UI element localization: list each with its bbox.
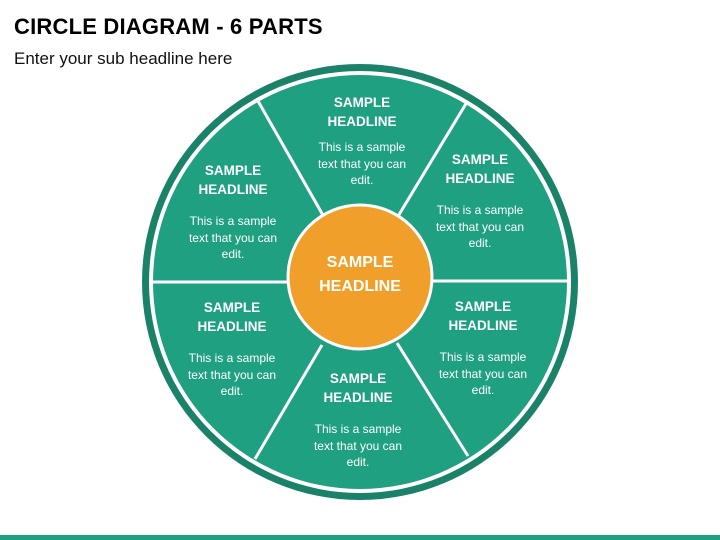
segment-headline: SAMPLE HEADLINE [157, 298, 307, 336]
segment-headline-line1: SAMPLE [451, 152, 509, 167]
segment-body-line1: This is a sample [188, 351, 276, 365]
segment-upper-right: SAMPLE HEADLINE This is a sample text th… [405, 150, 555, 252]
segment-bottom: SAMPLE HEADLINE This is a sample text th… [283, 369, 433, 471]
page-subtitle: Enter your sub headline here [14, 49, 233, 68]
segment-headline: SAMPLE HEADLINE [405, 150, 555, 188]
segment-body: This is a sample text that you can edit. [157, 350, 307, 400]
segment-headline-line2: HEADLINE [198, 182, 268, 197]
segment-headline-line2: HEADLINE [197, 319, 267, 334]
divider-lower-right [395, 342, 470, 457]
segment-body: This is a sample text that you can edit. [283, 421, 433, 471]
segment-body-line3: edit. [221, 247, 245, 261]
segment-upper-left: SAMPLE HEADLINE This is a sample text th… [158, 161, 308, 263]
segment-headline-line2: HEADLINE [448, 318, 518, 333]
segment-body: This is a sample text that you can edit. [158, 213, 308, 263]
segment-lower-left: SAMPLE HEADLINE This is a sample text th… [157, 298, 307, 400]
segment-body: This is a sample text that you can edit. [405, 202, 555, 252]
segment-body-line3: edit. [468, 236, 492, 250]
segment-headline-line1: SAMPLE [454, 299, 512, 314]
segment-body-line2: text that you can [317, 156, 407, 171]
segment-headline-line1: SAMPLE [203, 300, 261, 315]
segment-body: This is a sample text that you can edit. [287, 139, 437, 189]
segment-headline-line2: HEADLINE [323, 390, 393, 405]
segment-headline-line2: HEADLINE [445, 171, 515, 186]
center-circle [286, 203, 434, 351]
segment-headline: SAMPLE HEADLINE [158, 161, 308, 199]
segment-body-line2: text that you can [188, 230, 278, 245]
segment-body-line3: edit. [346, 455, 370, 469]
segment-body-line2: text that you can [187, 367, 277, 382]
center-label: SAMPLE HEADLINE [290, 251, 430, 299]
divider-lower-left [253, 344, 324, 460]
page-title: CIRCLE DIAGRAM - 6 PARTS [14, 14, 323, 39]
divider-upper-left [256, 100, 326, 218]
segment-body-line1: This is a sample [436, 203, 524, 217]
segment-headline: SAMPLE HEADLINE [408, 297, 558, 335]
segment-body-line2: text that you can [438, 366, 528, 381]
segment-dividers [153, 100, 567, 460]
segment-body-line1: This is a sample [314, 422, 402, 436]
center-label-line2: HEADLINE [319, 278, 401, 295]
segment-headline-line1: SAMPLE [204, 163, 262, 178]
segment-body-line1: This is a sample [318, 140, 406, 154]
segment-body-line3: edit. [471, 383, 495, 397]
segment-top: SAMPLE HEADLINE This is a sample text th… [287, 93, 437, 189]
segment-headline-line1: SAMPLE [333, 95, 391, 110]
segment-lower-right: SAMPLE HEADLINE This is a sample text th… [408, 297, 558, 399]
segment-body-line2: text that you can [435, 219, 525, 234]
footer-accent-bar [0, 535, 720, 540]
segment-headline: SAMPLE HEADLINE [287, 93, 437, 131]
segment-body-line1: This is a sample [439, 350, 527, 364]
divider-upper-right [395, 101, 469, 219]
segment-headline: SAMPLE HEADLINE [283, 369, 433, 407]
segment-body: This is a sample text that you can edit. [408, 349, 558, 399]
segment-headline-line1: SAMPLE [329, 371, 387, 386]
segment-body-line3: edit. [220, 384, 244, 398]
center-label-line1: SAMPLE [326, 254, 394, 271]
segment-body-line2: text that you can [313, 438, 403, 453]
segment-headline-line2: HEADLINE [327, 114, 397, 129]
segment-body-line1: This is a sample [189, 214, 277, 228]
segment-body-line3: edit. [350, 173, 374, 187]
